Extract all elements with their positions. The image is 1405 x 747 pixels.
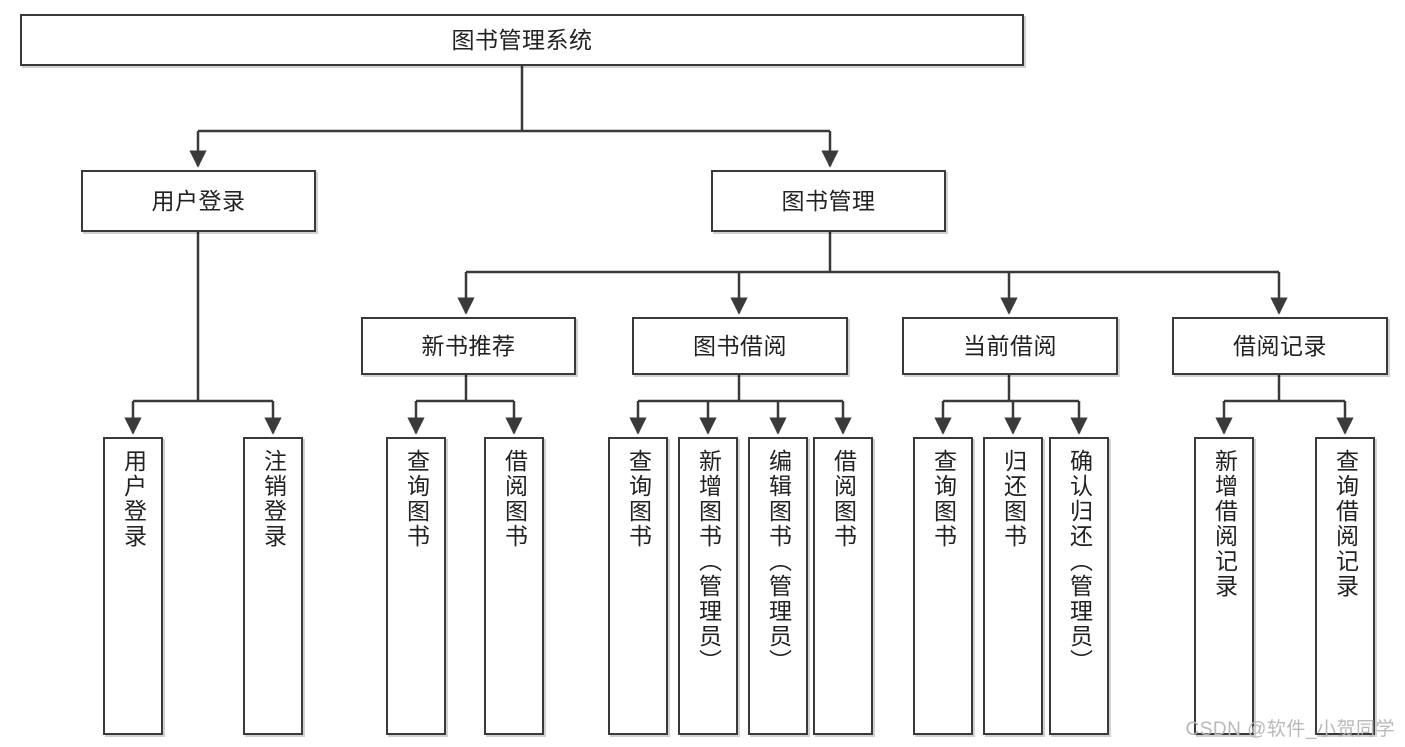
node-leaf-query-book-current-label: 查询图书 [930, 449, 957, 549]
node-root[interactable]: 图书管理系统 [20, 14, 1024, 66]
node-leaf-borrow-book-label: 借阅图书 [830, 449, 857, 549]
watermark: CSDN @软件_小贺同学 [1185, 719, 1395, 740]
node-leaf-query-book-recommend-label: 查询图书 [403, 449, 430, 549]
node-leaf-add-book-label: 新增图书（管理员） [695, 449, 722, 674]
node-leaf-user-login[interactable]: 用户登录 [103, 437, 163, 735]
node-root-label: 图书管理系统 [451, 26, 593, 53]
node-leaf-return-book[interactable]: 归还图书 [983, 437, 1043, 735]
node-leaf-query-book-current[interactable]: 查询图书 [913, 437, 973, 735]
node-leaf-confirm-return[interactable]: 确认归还（管理员） [1049, 437, 1109, 735]
node-user-login-label: 用户登录 [151, 187, 246, 214]
node-leaf-edit-book[interactable]: 编辑图书（管理员） [748, 437, 808, 735]
node-new-book-recommend-label: 新书推荐 [421, 332, 516, 359]
node-leaf-query-book-borrow[interactable]: 查询图书 [608, 437, 668, 735]
node-leaf-borrow-book-recommend-label: 借阅图书 [501, 449, 528, 549]
node-leaf-query-borrow-record[interactable]: 查询借阅记录 [1315, 437, 1375, 735]
node-leaf-add-book[interactable]: 新增图书（管理员） [678, 437, 738, 735]
node-leaf-borrow-book[interactable]: 借阅图书 [813, 437, 873, 735]
node-leaf-query-borrow-record-label: 查询借阅记录 [1332, 449, 1359, 599]
node-leaf-borrow-book-recommend[interactable]: 借阅图书 [484, 437, 544, 735]
node-leaf-user-login-label: 用户登录 [120, 449, 147, 549]
node-new-book-recommend[interactable]: 新书推荐 [361, 317, 576, 375]
node-leaf-edit-book-label: 编辑图书（管理员） [765, 449, 792, 674]
node-leaf-add-borrow-record-label: 新增借阅记录 [1211, 449, 1238, 599]
node-leaf-logout-login[interactable]: 注销登录 [243, 437, 303, 735]
node-leaf-add-borrow-record[interactable]: 新增借阅记录 [1194, 437, 1254, 735]
node-leaf-confirm-return-label: 确认归还（管理员） [1066, 449, 1093, 674]
node-current-borrow-label: 当前借阅 [963, 332, 1057, 359]
node-leaf-return-book-label: 归还图书 [1000, 449, 1027, 549]
node-book-borrow-label: 图书借阅 [693, 332, 787, 359]
node-book-manage[interactable]: 图书管理 [711, 170, 946, 232]
node-book-borrow[interactable]: 图书借阅 [632, 317, 848, 375]
node-leaf-query-book-borrow-label: 查询图书 [625, 449, 652, 549]
node-leaf-logout-login-label: 注销登录 [260, 449, 287, 549]
node-book-manage-label: 图书管理 [781, 187, 876, 214]
node-leaf-query-book-recommend[interactable]: 查询图书 [386, 437, 446, 735]
node-borrow-record-label: 借阅记录 [1233, 332, 1327, 359]
node-user-login[interactable]: 用户登录 [81, 170, 316, 232]
node-current-borrow[interactable]: 当前借阅 [902, 317, 1118, 375]
node-borrow-record[interactable]: 借阅记录 [1172, 317, 1388, 375]
